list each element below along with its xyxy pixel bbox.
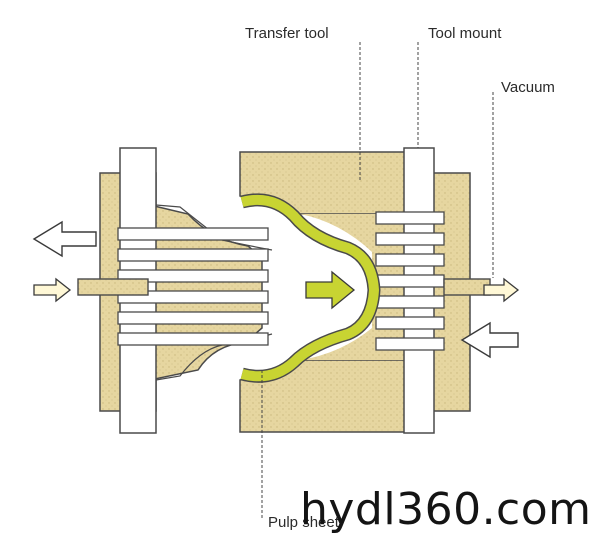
flow-arrow-icon xyxy=(305,270,356,310)
left-vacuum-channels xyxy=(117,227,269,346)
tool-mount-bar xyxy=(403,147,435,434)
transfer-tool-label: Transfer tool xyxy=(245,25,329,42)
arrow-left-icon xyxy=(460,321,519,359)
right-vacuum-channels xyxy=(375,211,445,351)
pulp-sheet-fill xyxy=(240,194,379,382)
right-center-pipe xyxy=(443,278,491,296)
tool-mount-label: Tool mount xyxy=(428,25,502,42)
pulp-sheet-label: Pulp sheet xyxy=(268,514,339,531)
arrow-right-icon xyxy=(33,277,72,303)
left-forming-tool xyxy=(77,147,273,434)
vacuum-label: Vacuum xyxy=(501,79,555,96)
leader-lines xyxy=(261,42,494,518)
right-transfer-tool xyxy=(239,147,491,434)
arrow-right-icon xyxy=(483,277,520,303)
left-center-pipe xyxy=(77,278,149,296)
arrow-left-icon xyxy=(32,220,97,258)
watermark: hydl360.com xyxy=(300,484,592,535)
